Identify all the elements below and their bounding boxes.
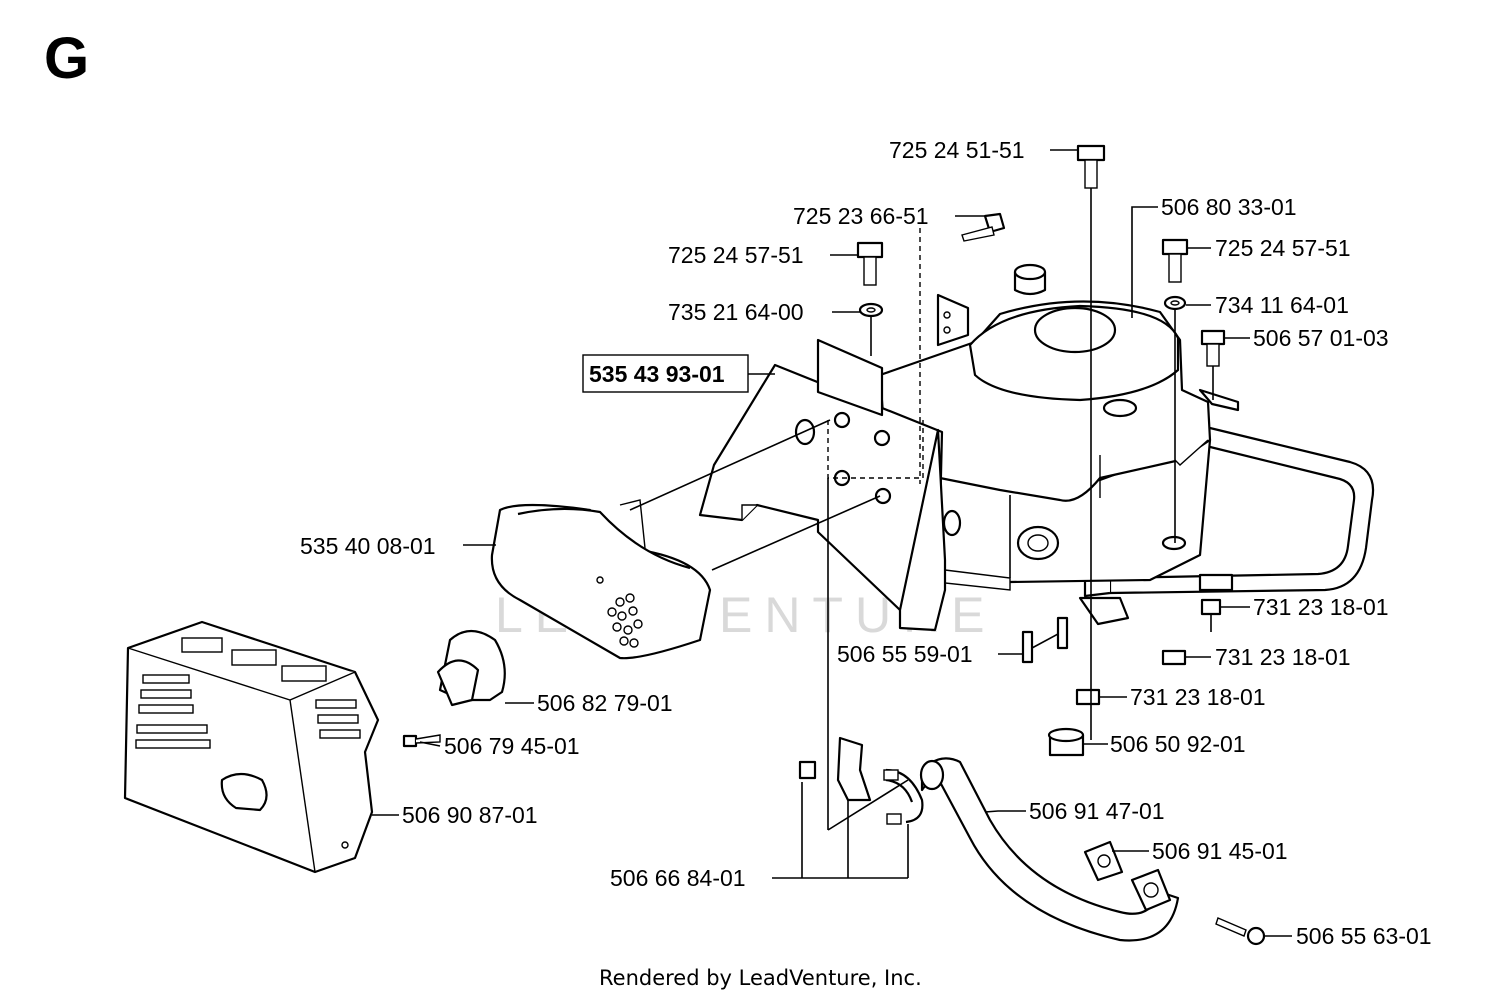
bolt-725-24-57-51-right — [1161, 238, 1189, 283]
callout-535-43-93-01: 535 43 93-01 — [589, 361, 725, 387]
plate-hole-2 — [873, 429, 891, 447]
mounting-plate-top-flange — [816, 338, 884, 417]
callout-506-91-45-01: 506 91 45-01 — [1152, 838, 1288, 864]
plate-notch — [741, 504, 757, 520]
guard-rivet — [341, 841, 349, 849]
exhaust-bolt-shaft — [1215, 917, 1247, 937]
guard-vent-grid — [135, 674, 361, 749]
callout-725-24-57-51-right: 725 24 57-51 — [1215, 235, 1351, 261]
bolt-725-24-51-51 — [1076, 144, 1106, 189]
muffler-inlet — [619, 499, 646, 549]
callout-506-55-59-01: 506 55 59-01 — [837, 641, 973, 667]
bolt-506-57-01-03 — [1200, 329, 1226, 367]
leader-lines — [372, 149, 1292, 937]
engine-top-opening — [1033, 306, 1117, 354]
guard-front-edge — [289, 699, 316, 873]
callout-735-21-64-00: 735 21 64-00 — [668, 299, 804, 325]
callout-731-23-18-01-b: 731 23 18-01 — [1215, 644, 1351, 670]
callout-506-79-45-01: 506 79 45-01 — [444, 733, 580, 759]
callout-731-23-18-01-c: 731 23 18-01 — [1130, 684, 1266, 710]
muffler-outlet-holes — [596, 576, 643, 648]
plate-dashed-outline — [827, 420, 924, 479]
callout-506-50-92-01: 506 50 92-01 — [1110, 731, 1246, 757]
plate-hole-4 — [874, 487, 892, 505]
engine-assembly-drawing — [123, 144, 1375, 946]
callout-725-24-51-51: 725 24 51-51 — [889, 137, 1025, 163]
fuel-cap — [1102, 398, 1138, 418]
section-letter: G — [44, 26, 89, 91]
callout-506-55-63-01: 506 55 63-01 — [1296, 923, 1432, 949]
callout-725-23-66-51: 725 23 66-51 — [793, 203, 929, 229]
top-bracket — [936, 293, 970, 347]
callout-506-91-47-01: 506 91 47-01 — [1029, 798, 1165, 824]
guard-slot-3 — [281, 665, 327, 682]
callout-731-23-18-01-a: 731 23 18-01 — [1253, 594, 1389, 620]
pin-506-55-59-01 — [1021, 616, 1069, 664]
right-tab — [1198, 388, 1240, 412]
top-bracket-hole-1 — [943, 311, 951, 319]
callout-506-66-84-01: 506 66 84-01 — [610, 865, 746, 891]
gasket-1-hole — [1097, 854, 1111, 868]
footer-credit: Rendered by LeadVenture, Inc. — [599, 966, 922, 990]
muffler-top-edge — [517, 507, 691, 570]
guard-slot-2 — [231, 649, 277, 666]
bolt-725-24-57-51-left — [856, 241, 884, 286]
guard-oval-opening — [220, 772, 268, 812]
frame-nut — [1161, 535, 1187, 551]
callout-506-90-87-01: 506 90 87-01 — [402, 802, 538, 828]
bolt-725-23-66-51 — [961, 212, 1006, 242]
callout-506-80-33-01: 506 80 33-01 — [1161, 194, 1297, 220]
callout-535-40-08-01: 535 40 08-01 — [300, 533, 436, 559]
nut-731-23-18-01-a — [1200, 598, 1222, 616]
shroud-corner — [1174, 439, 1209, 466]
exhaust-pipe-inlet — [919, 759, 945, 791]
nut-731-23-18-01-b — [1161, 649, 1187, 666]
washer-734-11-64-01 — [1163, 295, 1187, 311]
frame-bracket-right — [1198, 573, 1234, 592]
washer-735-21-64-00 — [858, 302, 884, 318]
guard-screw-shaft — [415, 734, 441, 744]
callout-506-82-79-01: 506 82 79-01 — [537, 690, 673, 716]
deflector-spout — [436, 659, 480, 707]
spacer-506-50-92-01 — [1047, 727, 1085, 757]
exhaust-pipe — [920, 757, 1180, 942]
frame-bracket-lower — [1078, 596, 1130, 626]
callout-535-43-93-01-box — [582, 354, 749, 393]
gasket-2-hole — [1143, 882, 1159, 898]
callout-506-57-01-03: 506 57 01-03 — [1253, 325, 1389, 351]
plate-side-flange — [898, 428, 947, 632]
callout-725-24-57-51-left: 725 24 57-51 — [668, 242, 804, 268]
exhaust-bolt-head — [1246, 926, 1266, 946]
top-bracket-hole-2 — [943, 326, 951, 334]
exhaust-clamp-parts — [798, 736, 924, 825]
engine-side-plug — [942, 509, 962, 537]
callout-734-11-64-01: 734 11 64-01 — [1215, 292, 1349, 318]
oil-cap-top — [1013, 263, 1047, 281]
nut-731-23-18-01-c — [1075, 688, 1101, 706]
plate-hole-1 — [833, 411, 851, 429]
guard-slot-1 — [181, 637, 223, 653]
engine-port-inner — [1027, 534, 1049, 552]
guard-screw-head — [402, 734, 418, 748]
